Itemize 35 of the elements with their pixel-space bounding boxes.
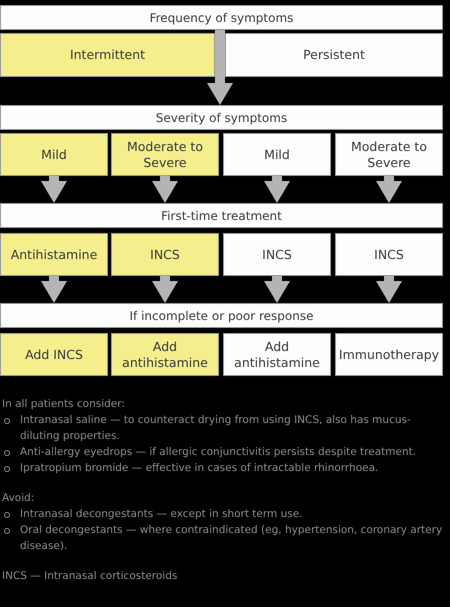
bullet-text: Intranasal decongestants — except in short term use. [20,508,302,520]
note-heading: In all patients consider: [2,398,125,410]
option-box: Antihistamine [0,233,108,276]
bullet-text: Anti-allergy eyedrops — if allergic conjunctivitis persists despite treatment. [20,446,416,458]
option-box: Mild [223,133,331,176]
header-bar: First-time treatment [0,203,443,228]
down-arrow [41,276,67,303]
option-box: Add INCS [0,333,108,376]
option-box: Persistent [225,33,443,77]
down-arrow [376,276,402,303]
footnote: INCS — Intranasal corticosteroids [2,570,178,582]
bullet-text: Intranasal saline — to counteract drying from using INCS, also has mucus-diluting properties. [20,414,411,442]
option-box: Mild [0,133,108,176]
down-arrow [264,176,290,203]
bullet-text: Oral decongestants — where contraindicated (eg, hypertension, coronary artery disease). [20,524,442,552]
down-arrow [41,176,67,203]
down-arrow [152,276,178,303]
header-bar: Severity of symptoms [0,105,443,130]
option-box: Moderate to Severe [111,133,219,176]
down-arrow [207,30,233,105]
option-box: INCS [111,233,219,276]
down-arrow [376,176,402,203]
down-arrow [152,176,178,203]
option-box: Moderate to Severe [335,133,443,176]
down-arrow [264,276,290,303]
option-box: Intermittent [0,33,215,77]
option-box: Add antihistamine [111,333,219,376]
header-bar: If incomplete or poor response [0,303,443,328]
bullet-text: Ipratropium bromide — effective in cases of intractable rhinorrhoea. [20,462,378,474]
option-box: INCS [223,233,331,276]
option-box: INCS [335,233,443,276]
option-box: Add antihistamine [223,333,331,376]
header-bar: Frequency of symptoms [0,5,443,30]
option-box: Immunotherapy [335,333,443,376]
note-heading: Avoid: [2,492,34,504]
